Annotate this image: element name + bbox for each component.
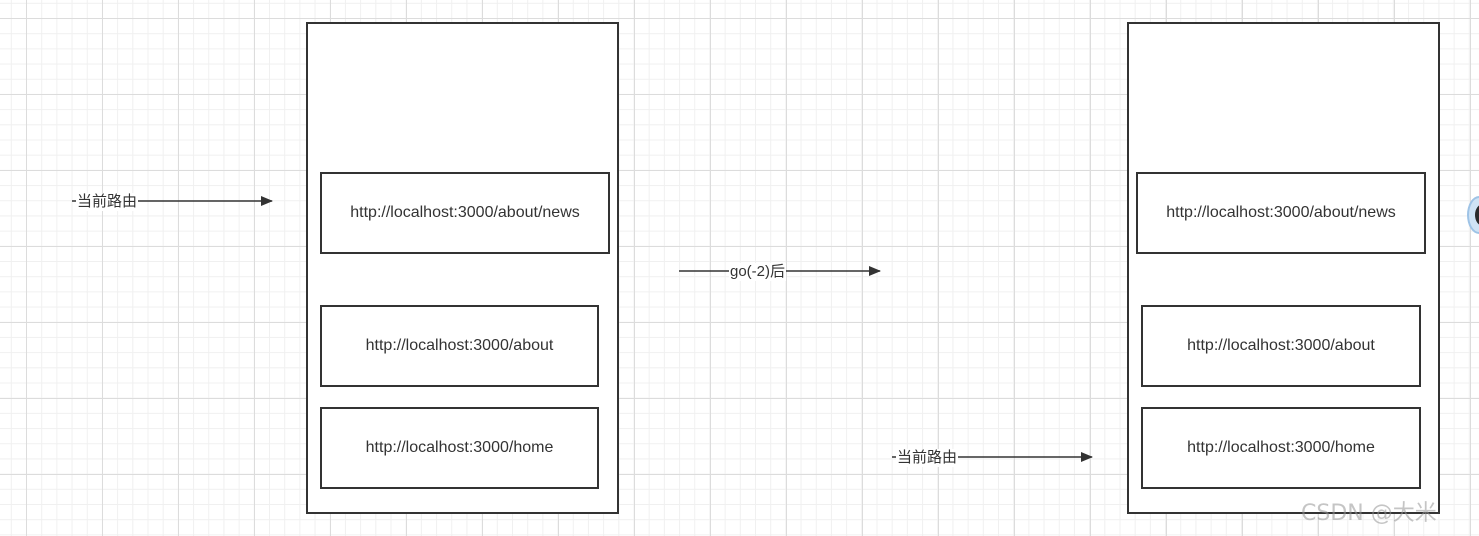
right-entry-about-news-text: http://localhost:3000/about/news [1166, 204, 1396, 221]
right-current-route-label: 当前路由 [896, 449, 959, 467]
transition-label: go(-2)后 [729, 263, 787, 281]
right-entry-about: http://localhost:3000/about [1141, 305, 1421, 387]
left-entry-about-text: http://localhost:3000/about [365, 337, 554, 354]
left-entry-home-text: http://localhost:3000/home [365, 439, 554, 456]
floating-assistant-icon-inner [1475, 204, 1479, 226]
right-entry-about-text: http://localhost:3000/about [1187, 337, 1375, 354]
left-current-route-label: 当前路由 [76, 193, 139, 211]
right-entry-home-text: http://localhost:3000/home [1187, 439, 1375, 456]
left-entry-about: http://localhost:3000/about [320, 305, 599, 387]
left-entry-about-news-text: http://localhost:3000/about/news [350, 204, 580, 221]
left-entry-home: http://localhost:3000/home [320, 407, 599, 489]
right-entry-home: http://localhost:3000/home [1141, 407, 1421, 489]
csdn-watermark: CSDN @大米 [1301, 501, 1437, 526]
left-entry-about-news: http://localhost:3000/about/news [320, 172, 610, 254]
right-entry-about-news: http://localhost:3000/about/news [1136, 172, 1426, 254]
